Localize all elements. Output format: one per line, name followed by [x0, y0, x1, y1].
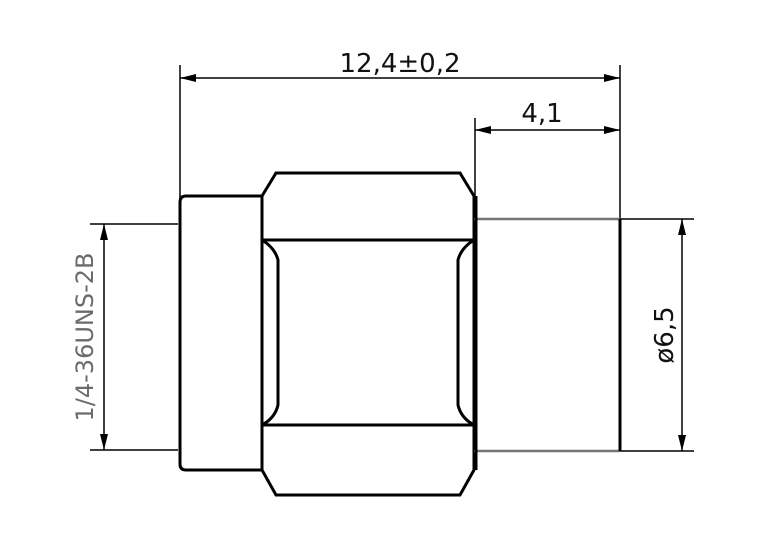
coupling-thread-section	[178, 194, 264, 472]
overall-arrow-left	[180, 74, 196, 82]
pin-length-dimension: 4,1	[474, 99, 620, 220]
thread-arrow-top	[100, 224, 108, 240]
barrel	[474, 196, 622, 470]
diameter-arrow-bottom	[678, 435, 686, 451]
diameter-dimension: ø6,5	[620, 218, 694, 452]
diameter-label: ø6,5	[650, 306, 680, 363]
thread-dimension: 1/4-36UNS-2B	[71, 223, 178, 451]
pin-length-label: 4,1	[521, 99, 562, 129]
hex-nut	[260, 171, 476, 497]
overall-length-dimension: 12,4±0,2	[179, 49, 621, 235]
pin-arrow-left	[475, 126, 491, 134]
pin-arrow-right	[604, 126, 620, 134]
connector-body	[178, 171, 622, 497]
hex-nut-curve-right	[456, 238, 475, 427]
hex-nut-outline	[260, 171, 476, 497]
hex-nut-curve-left	[261, 238, 280, 427]
diameter-arrow-top	[678, 219, 686, 235]
thread-spec-label: 1/4-36UNS-2B	[71, 253, 99, 422]
overall-length-label: 12,4±0,2	[339, 49, 460, 79]
thread-arrow-bottom	[100, 434, 108, 450]
overall-arrow-right	[604, 74, 620, 82]
